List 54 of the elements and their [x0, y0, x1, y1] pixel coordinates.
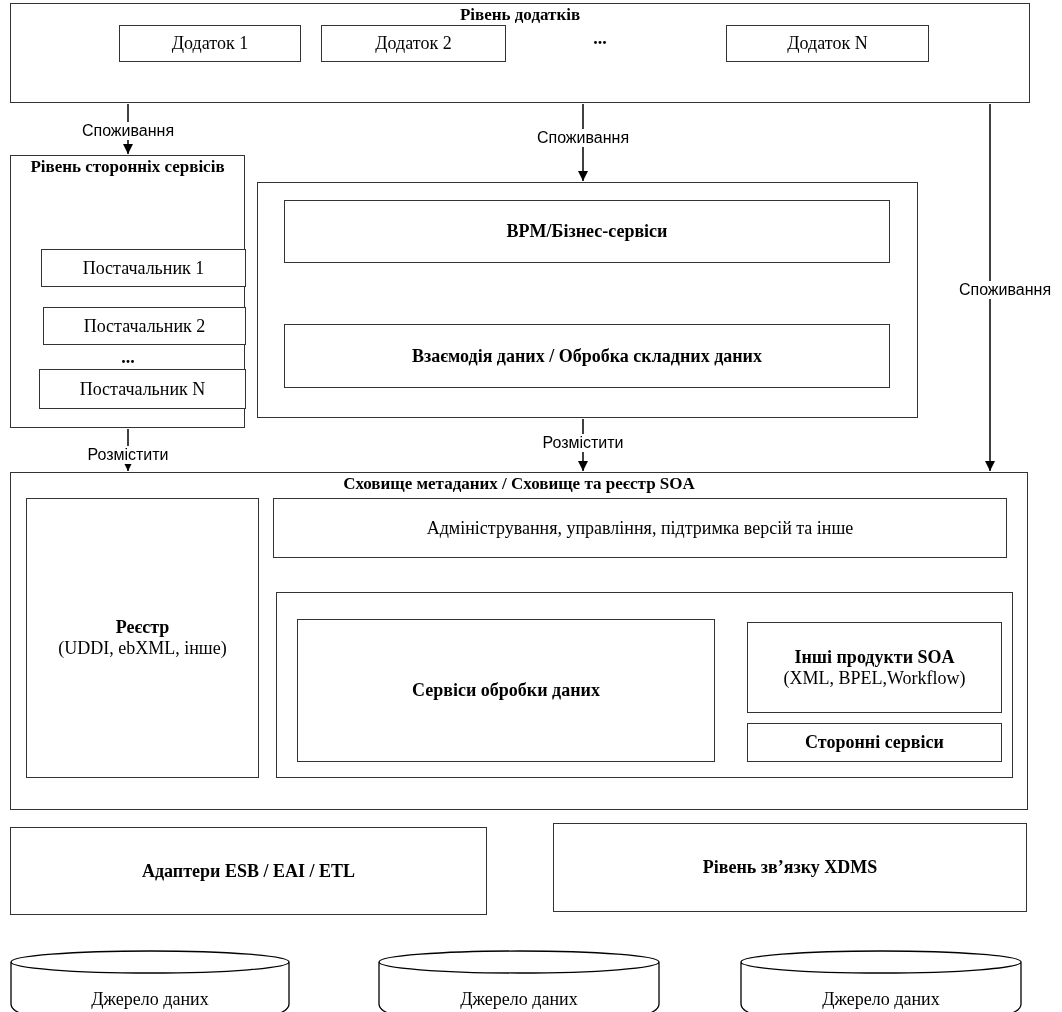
component-box [10, 827, 487, 915]
component-label: Сервіси обробки даних [411, 680, 601, 701]
layer-box [10, 472, 1028, 810]
component-box [26, 498, 259, 778]
database-cylinder [740, 950, 1022, 1012]
database-cylinder [10, 950, 290, 1012]
component-label: (UDDI, ebXML, інше) [57, 638, 228, 659]
ellipsis-mark: ... [121, 346, 135, 368]
component-label: Сторонні сервіси [804, 732, 945, 753]
component-label: Постачальник N [78, 378, 207, 400]
layer-title: Рівень сторонніх сервісів [29, 157, 226, 177]
component-label: Рівень зв’язку XDMS [701, 857, 879, 878]
edge-label: Розмістити [85, 446, 171, 464]
component-label: Постачальник 2 [82, 315, 207, 337]
edge-label: Споживання [534, 129, 632, 147]
component-label: Додаток 1 [170, 33, 250, 54]
component-box [119, 25, 301, 62]
component-label: Джерело даних [459, 989, 579, 1010]
component-box [726, 25, 929, 62]
component-title: Реєстр [114, 617, 171, 638]
component-box [43, 307, 246, 345]
component-label: Адміністрування, управління, підтримка версій та інше [425, 517, 855, 539]
component-title: Інші продукти SOA [793, 646, 956, 668]
component-label: Додаток 2 [374, 33, 453, 54]
component-box [284, 200, 890, 263]
component-label: Адаптери ESB / EAI / ETL [141, 860, 356, 882]
group-box [276, 592, 1013, 778]
group-box [257, 182, 918, 418]
arrow [984, 103, 996, 472]
database-cylinder [378, 950, 660, 1012]
component-label: Взаємодія даних / Обробка складних даних [411, 345, 763, 367]
component-box [284, 324, 890, 388]
component-box [41, 249, 246, 287]
edge-label: Споживання [79, 122, 177, 140]
ellipsis-mark: ... [593, 27, 607, 49]
component-label: (XML, BPEL,Workflow) [782, 667, 967, 689]
layer-box [10, 3, 1030, 103]
component-box [321, 25, 506, 62]
component-box [273, 498, 1007, 558]
component-box [747, 622, 1002, 713]
component-label: BPM/Бізнес-сервіси [505, 221, 669, 242]
component-label: Додаток N [786, 33, 869, 54]
edge-label: Споживання [956, 281, 1054, 299]
component-box [297, 619, 715, 762]
layer-title: Сховище метаданих / Сховище та реєстр SOA [342, 474, 696, 494]
edge-label: Розмістити [540, 434, 626, 452]
component-box [747, 723, 1002, 762]
layer-title: Рівень додатків [458, 5, 582, 25]
component-label: Джерело даних [90, 989, 210, 1010]
component-label: Постачальник 1 [81, 257, 206, 279]
component-box [553, 823, 1027, 912]
layer-box [10, 155, 245, 428]
component-box [39, 369, 246, 409]
component-label: Джерело даних [821, 989, 941, 1010]
